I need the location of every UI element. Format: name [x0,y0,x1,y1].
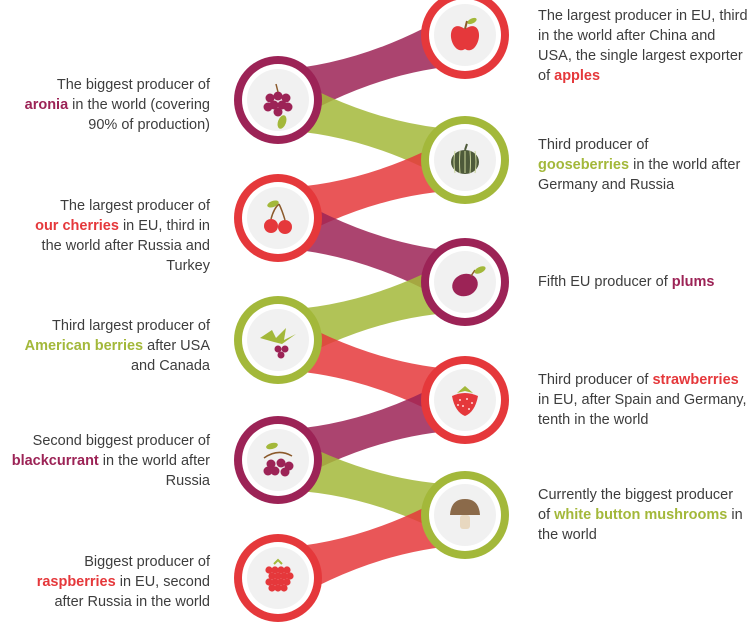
text-post: in EU, after Spain and Germany, tenth in… [538,392,747,428]
node-circle-blackcurrant [234,416,322,504]
highlight-aronia: aronia [24,97,69,113]
right-text-strawberries: Third producer of strawberries in EU, af… [538,370,748,430]
highlight-american-berries: American berries [24,338,144,354]
text-pre: Second biggest producer of [32,433,210,449]
american-berries-icon [260,328,296,359]
left-text-cherries: The largest producer of our cherries in … [20,196,210,276]
node-circle-aronia [234,56,322,144]
apple-icon [450,17,480,51]
right-text-apples: The largest producer in EU, third in the… [538,6,748,86]
node-circle-plum [421,238,509,326]
highlight-gooseberries: gooseberries [538,157,630,173]
aronia-icon [263,83,293,129]
left-text-american-berries: Third largest producer of American berri… [20,316,210,376]
node-circle-strawberry [421,356,509,444]
highlight-strawberries: strawberries [652,372,739,388]
inner-disc [247,187,309,249]
left-text-aronia: The biggest producer of aronia in the wo… [20,75,210,135]
node-circle-apple [421,0,509,79]
highlight-cherries: our cherries [35,218,119,234]
text-post: in the world after Russia [98,453,210,489]
right-text-mushrooms: Currently the biggest producer of white … [538,485,748,545]
highlight-mushrooms: white button mushrooms [554,507,728,523]
plum-icon [452,266,486,297]
left-text-raspberries: Biggest producer of raspberries in EU, s… [20,552,210,612]
text-post: in the world (covering 90% of production… [68,97,210,133]
node-circle-american-berries [234,296,322,384]
node-circle-cherries [234,174,322,262]
node-circle-gooseberry [421,116,509,204]
raspberry-icon [265,558,294,592]
text-post: in EU, second after Russia in the world [54,574,210,610]
text-post: in the world [538,507,743,543]
text-post: in EU, third in the world after Russia a… [41,218,210,274]
highlight-raspberries: raspberries [36,574,116,590]
strawberry-icon [452,386,478,416]
text-pre: Third producer of [538,137,649,153]
highlight-apples: apples [554,68,601,84]
node-circle-raspberry [234,534,322,622]
text-pre: The largest producer of [60,198,210,214]
mushroom-icon [450,499,480,529]
cherries-icon [264,200,292,234]
text-pre: The biggest producer of [56,77,210,93]
text-pre: Third producer of [538,372,649,388]
text-pre: Biggest producer of [84,554,210,570]
text-post: in the world after Germany and Russia [538,157,741,193]
gooseberry-icon [451,143,479,174]
highlight-blackcurrant: blackcurrant [11,453,99,469]
blackcurrant-icon [263,442,294,477]
text-pre: Fifth EU producer of [538,274,668,290]
highlight-plums: plums [671,274,715,290]
text-pre: Third largest producer of [52,318,210,334]
text-pre: The largest producer in EU, third in the… [538,8,748,84]
left-text-blackcurrant: Second biggest producer of blackcurrant … [10,431,210,491]
connector-ribbon [278,485,465,608]
node-circle-mushroom [421,471,509,559]
text-post: after USA and Canada [130,338,210,374]
text-pre: Currently the biggest producer of [538,487,734,523]
right-text-plums: Fifth EU producer of plums [538,272,748,292]
right-text-gooseberries: Third producer of gooseberries in the wo… [538,135,748,195]
